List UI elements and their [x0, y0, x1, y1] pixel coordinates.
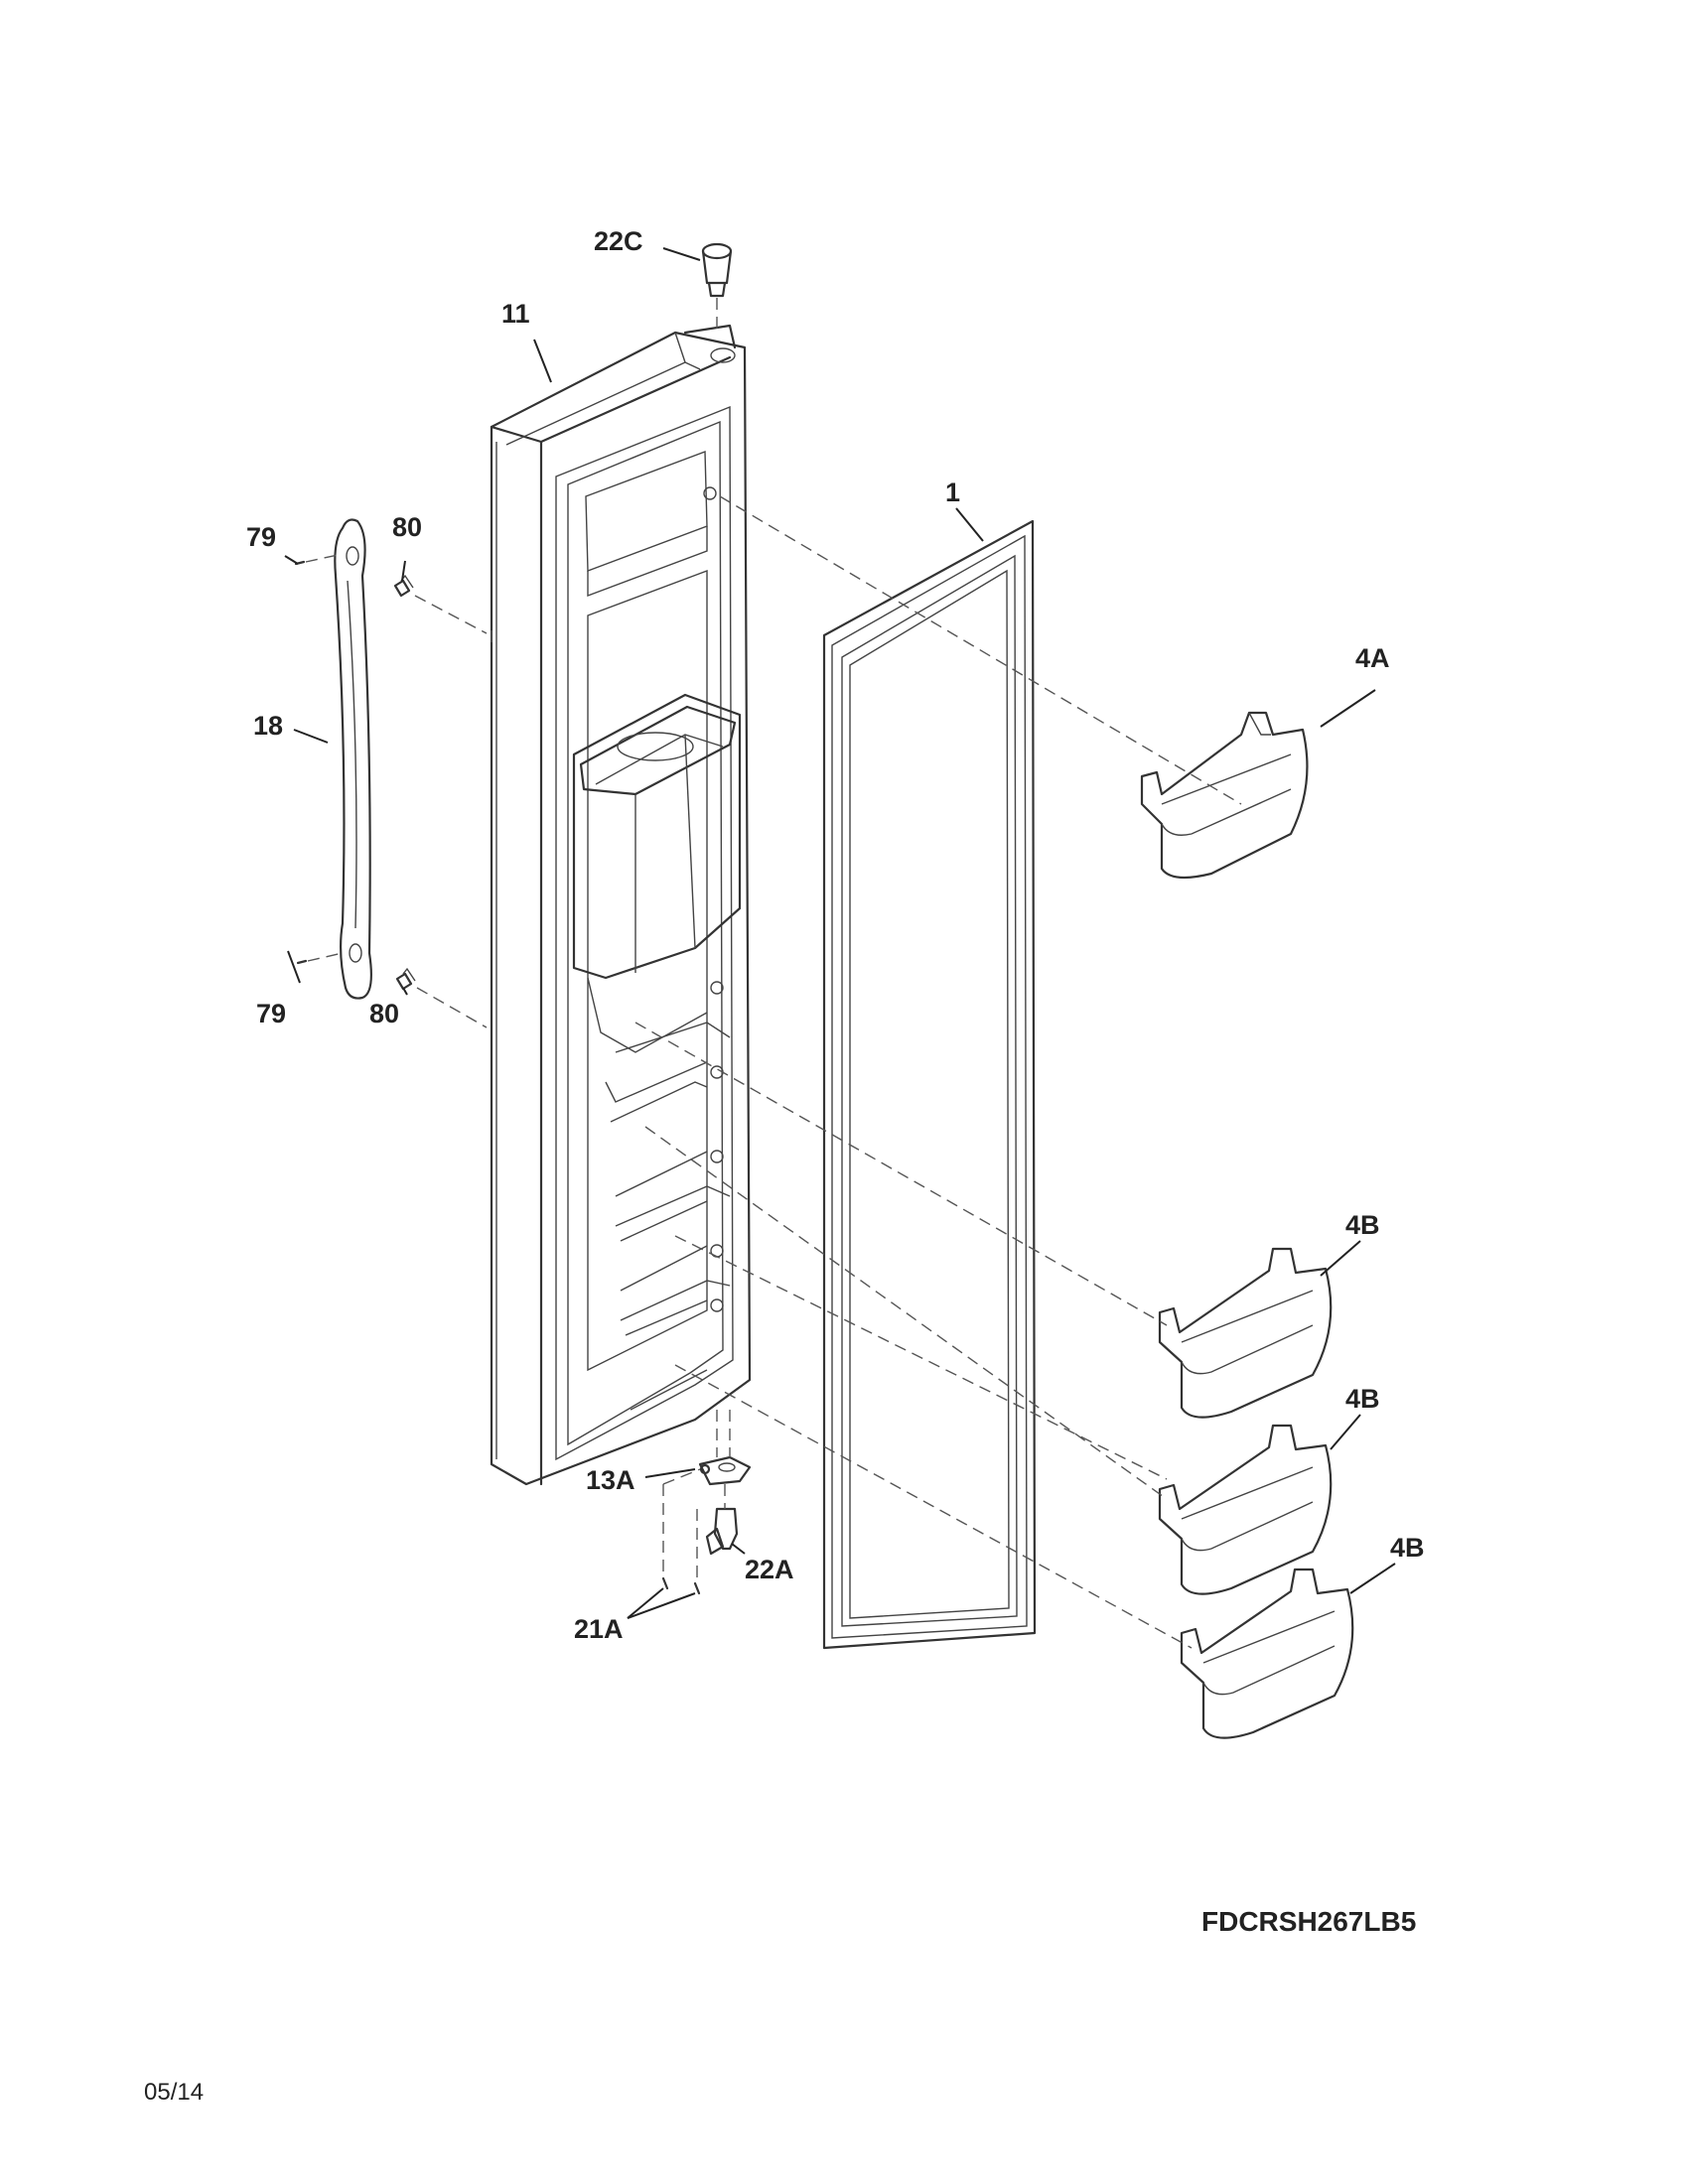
- callout-80-bottom: 80: [369, 999, 399, 1028]
- callout-13a: 13A: [586, 1465, 635, 1495]
- leader-lines: [284, 247, 1396, 1619]
- revision-date: 05/14: [144, 2079, 204, 2106]
- screw-80-bottom: [395, 967, 488, 1028]
- door-gasket: [822, 519, 1037, 1650]
- hinge-bracket-13a: [698, 1410, 752, 1486]
- callout-1: 1: [945, 478, 960, 507]
- door-bin-4b-2: [1158, 1424, 1333, 1595]
- door-bin-4a: [1140, 711, 1309, 880]
- screw-80-top: [393, 574, 488, 634]
- callout-22a: 22A: [745, 1555, 794, 1584]
- screw-21a: [661, 1468, 701, 1595]
- callout-4b-3: 4B: [1390, 1533, 1425, 1563]
- callout-21a: 21A: [574, 1614, 624, 1644]
- dispenser-housing: [572, 693, 742, 980]
- callout-4b-2: 4B: [1345, 1384, 1380, 1414]
- door-bin-4b-3: [1180, 1568, 1354, 1739]
- callout-22c: 22C: [594, 226, 643, 256]
- door-handle: [334, 518, 372, 1000]
- callout-79-top: 79: [246, 522, 276, 552]
- callout-4b-1: 4B: [1345, 1210, 1380, 1240]
- door-bin-4b-1: [1158, 1247, 1333, 1419]
- model-number: FDCRSH267LB5: [1201, 1906, 1416, 1937]
- callout-4a: 4A: [1355, 643, 1390, 673]
- screw-79-bottom: [296, 952, 344, 965]
- callout-11: 11: [501, 299, 530, 329]
- callout-79-bottom: 79: [256, 999, 286, 1028]
- callout-18: 18: [253, 711, 283, 741]
- callout-80-top: 80: [392, 512, 422, 542]
- door-assembly: [490, 324, 752, 1486]
- hinge-pin-22a: [705, 1484, 739, 1556]
- hinge-bushing-22c: [701, 242, 733, 333]
